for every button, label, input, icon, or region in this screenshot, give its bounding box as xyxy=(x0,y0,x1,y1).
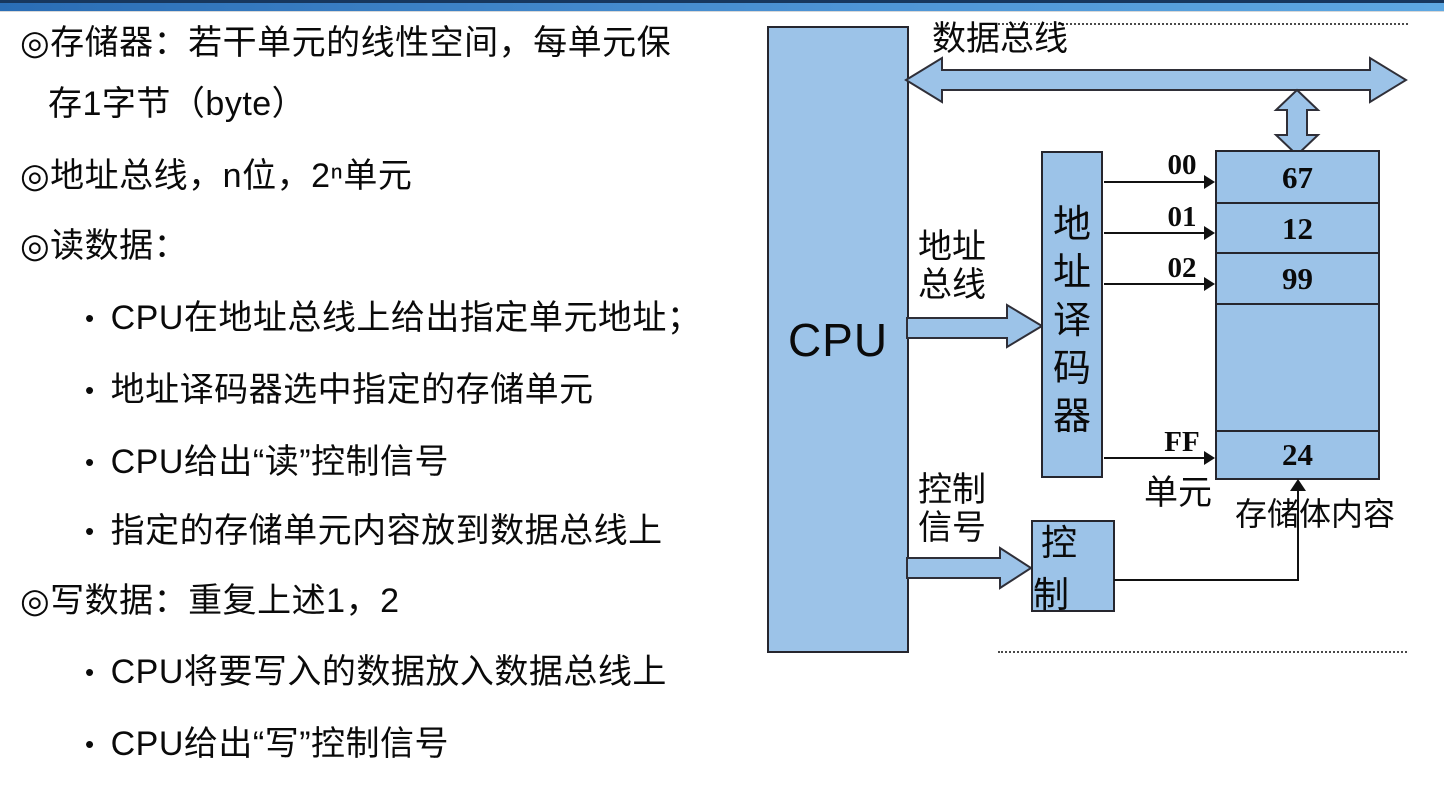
bullet-line-text: 存1字节（byte） xyxy=(48,85,307,123)
address-value-label: 00 xyxy=(1167,149,1197,181)
bullet-line-text: CPU给出“读”控制信号 xyxy=(110,443,450,481)
arrowhead-right-icon xyxy=(1204,226,1215,240)
memory-content-caption: 存储体内容 xyxy=(1235,496,1396,532)
bullet-line-text: 地址总线，n位，2ⁿ单元 xyxy=(50,157,413,195)
bullet-line: • CPU将要写入的数据放入数据总线上 xyxy=(85,652,667,692)
bullet-line: ◎读数据： xyxy=(20,226,188,266)
control-to-memory-line-vertical xyxy=(1297,489,1299,581)
dot-bullet-marker: • xyxy=(85,516,95,546)
arrowhead-up-icon xyxy=(1290,479,1306,491)
bullet-line-text: 读数据： xyxy=(50,227,189,265)
dot-bullet-marker: • xyxy=(85,729,95,759)
memory-cell-value: 12 xyxy=(1282,211,1313,246)
dotted-line-bottom xyxy=(998,651,1407,653)
control-signal-label: 控制信号 xyxy=(918,471,986,547)
address-bus-label: 地址总线 xyxy=(918,228,986,304)
cpu-label: CPU xyxy=(787,313,889,366)
arrowhead-right-icon xyxy=(1204,277,1215,291)
slide-top-accent-bar xyxy=(0,0,1444,12)
dot-bullet-marker: • xyxy=(85,375,95,405)
control-unit-label: 控制 xyxy=(1033,523,1086,615)
bullet-line-text: CPU在地址总线上给出指定单元地址； xyxy=(110,299,702,337)
control-to-memory-line-horizontal xyxy=(1114,579,1299,581)
bullet-line: ◎地址总线，n位，2ⁿ单元 xyxy=(20,156,412,196)
address-decoder-label: 地址译码器 xyxy=(1052,204,1091,438)
address-select-line xyxy=(1104,457,1204,459)
ring-bullet-marker: ◎ xyxy=(20,227,51,265)
address-value-label: 02 xyxy=(1167,252,1197,284)
ring-bullet-marker: ◎ xyxy=(20,24,51,62)
ring-bullet-marker: ◎ xyxy=(20,582,51,620)
bullet-line: ◎写数据：重复上述1，2 xyxy=(20,581,400,621)
memory-cell-divider xyxy=(1217,252,1378,254)
dotted-line-top xyxy=(995,23,1408,25)
memory-cell-divider xyxy=(1217,202,1378,204)
memory-box xyxy=(1215,150,1380,480)
arrowhead-right-icon xyxy=(1204,175,1215,189)
control-signal-arrow xyxy=(906,546,1033,590)
memory-cell-divider xyxy=(1217,303,1378,305)
address-select-line xyxy=(1104,232,1204,234)
bullet-line: • 地址译码器选中指定的存储单元 xyxy=(85,370,594,410)
bullet-line: • CPU在地址总线上给出指定单元地址； xyxy=(85,298,701,338)
bullet-line: • 指定的存储单元内容放到数据总线上 xyxy=(85,511,663,551)
bullet-line: • CPU给出“写”控制信号 xyxy=(85,724,449,764)
bullet-line-text: 地址译码器选中指定的存储单元 xyxy=(110,371,594,409)
memory-cell-value: 24 xyxy=(1282,437,1313,472)
bullet-line-text: 指定的存储单元内容放到数据总线上 xyxy=(110,512,663,550)
memory-data-bus-arrow xyxy=(1273,88,1321,157)
control-unit-box: 控制 xyxy=(1031,520,1115,615)
bullet-line: • CPU给出“读”控制信号 xyxy=(85,442,449,482)
bullet-line: ◎存储器：若干单元的线性空间，每单元保 xyxy=(20,23,671,63)
memory-cell-value: 67 xyxy=(1282,160,1313,195)
memory-cell-value: 99 xyxy=(1282,261,1313,296)
bullet-line-text: CPU将要写入的数据放入数据总线上 xyxy=(110,653,667,691)
address-select-line xyxy=(1104,181,1204,183)
data-bus-arrow xyxy=(904,56,1408,104)
unit-caption: 单元 xyxy=(1144,474,1212,512)
address-value-label: 01 xyxy=(1167,201,1197,233)
address-select-line xyxy=(1104,283,1204,285)
dot-bullet-marker: • xyxy=(85,447,95,477)
cpu-box: CPU xyxy=(767,26,909,653)
data-bus-label: 数据总线 xyxy=(932,20,1068,58)
dot-bullet-marker: • xyxy=(85,657,95,687)
address-bus-arrow xyxy=(906,303,1044,349)
bullet-line-text: 存储器：若干单元的线性空间，每单元保 xyxy=(50,24,672,62)
memory-cell-divider xyxy=(1217,430,1378,432)
arrowhead-right-icon xyxy=(1204,451,1215,465)
address-value-label: FF xyxy=(1164,426,1200,458)
bullet-line-text: 写数据：重复上述1，2 xyxy=(50,582,400,620)
address-decoder-box: 地址译码器 xyxy=(1041,151,1103,478)
ring-bullet-marker: ◎ xyxy=(20,157,51,195)
bullet-line: 存1字节（byte） xyxy=(48,84,306,124)
dot-bullet-marker: • xyxy=(85,303,95,333)
bullet-line-text: CPU给出“写”控制信号 xyxy=(110,725,450,763)
